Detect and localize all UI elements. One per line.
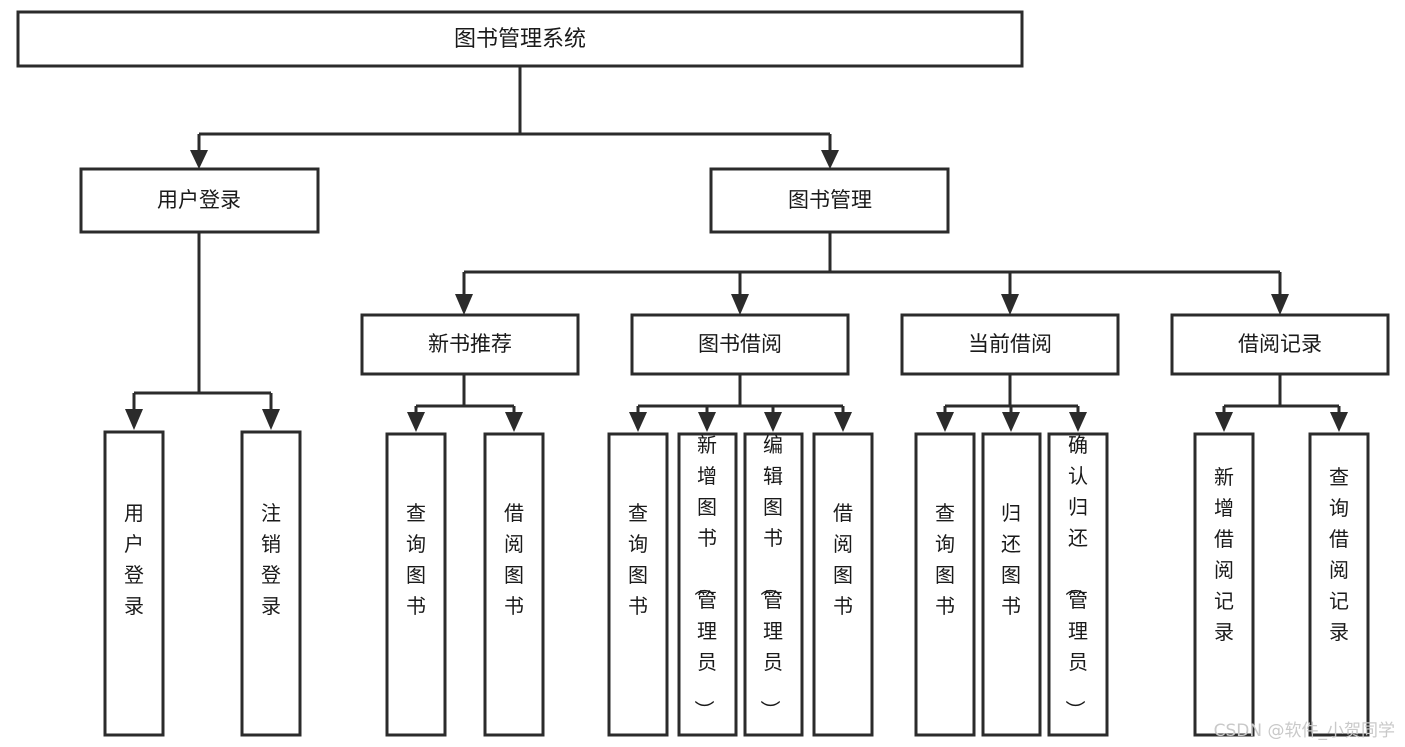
leaf-query-record[interactable]: 查询借阅记录 xyxy=(1308,432,1370,737)
arrow-current-borrow-child3 xyxy=(1069,412,1087,432)
leaf-query-book-2[interactable]: 查询图书 xyxy=(607,432,669,737)
node-root-box[interactable] xyxy=(16,10,1024,68)
leaf-query-book-1[interactable]: 查询图书 xyxy=(385,432,447,737)
node-root-label: 图书管理系统 xyxy=(454,27,586,52)
leaf-query-book-3[interactable]: 查询图书 xyxy=(914,432,976,737)
node-root[interactable]: 图书管理系统 xyxy=(16,10,1024,68)
arrow-borrow-record-child1 xyxy=(1215,412,1233,432)
leaf-query-book-1-label: 查询图书 xyxy=(406,501,426,618)
csdn-watermark: CSDN @软件_小贺同学 xyxy=(1213,721,1395,741)
arrow-to-borrow-record xyxy=(1271,294,1289,315)
node-new-book-recommend-label: 新书推荐 xyxy=(428,332,512,356)
arrow-book-borrow-child1 xyxy=(629,412,647,432)
leaf-query-book-2-box[interactable] xyxy=(607,432,669,737)
leaf-confirm-return-label: 确认归还（管理员） xyxy=(1063,433,1088,720)
leaf-edit-book-label: 编辑图书（管理员） xyxy=(758,433,783,720)
leaf-query-book-3-box[interactable] xyxy=(914,432,976,737)
leaf-user-logout-box[interactable] xyxy=(240,430,302,737)
leaf-user-logout[interactable]: 注销登录 xyxy=(240,430,302,737)
leaf-query-book-1-box[interactable] xyxy=(385,432,447,737)
leaf-borrow-book-2-box[interactable] xyxy=(812,432,874,737)
leaf-borrow-book-1[interactable]: 借阅图书 xyxy=(483,432,545,737)
node-user-login[interactable]: 用户登录 xyxy=(79,167,320,234)
arrow-to-user-login xyxy=(190,150,208,169)
node-book-borrow-label: 图书借阅 xyxy=(698,332,782,356)
leaf-borrow-book-2-label: 借阅图书 xyxy=(833,501,853,618)
arrow-borrow-record-child2 xyxy=(1330,412,1348,432)
leaf-borrow-book-1-box[interactable] xyxy=(483,432,545,737)
leaf-query-record-box[interactable] xyxy=(1308,432,1370,737)
node-new-book-recommend-box[interactable] xyxy=(360,313,580,376)
arrow-book-borrow-child2 xyxy=(698,412,716,432)
leaf-add-record-box[interactable] xyxy=(1193,432,1255,737)
leaf-user-login[interactable]: 用户登录 xyxy=(103,430,165,737)
connector-layer xyxy=(125,66,1348,432)
leaf-edit-book[interactable]: 编辑图书（管理员） xyxy=(743,432,804,737)
node-current-borrow-label: 当前借阅 xyxy=(968,332,1052,356)
node-borrow-record-box[interactable] xyxy=(1170,313,1390,376)
node-new-book-recommend[interactable]: 新书推荐 xyxy=(360,313,580,376)
node-book-manage-box[interactable] xyxy=(709,167,950,234)
arrow-current-borrow-child2 xyxy=(1002,412,1020,432)
node-borrow-record[interactable]: 借阅记录 xyxy=(1170,313,1390,376)
leaf-borrow-book-2[interactable]: 借阅图书 xyxy=(812,432,874,737)
arrow-new-book-child1 xyxy=(407,412,425,432)
arrow-to-current-borrow xyxy=(1001,294,1019,315)
node-book-borrow-box[interactable] xyxy=(630,313,850,376)
node-book-manage[interactable]: 图书管理 xyxy=(709,167,950,234)
leaf-return-book[interactable]: 归还图书 xyxy=(981,432,1042,737)
leaf-borrow-book-1-label: 借阅图书 xyxy=(504,501,524,618)
arrow-to-book-borrow xyxy=(731,294,749,315)
arrow-book-borrow-child3 xyxy=(764,412,782,432)
leaf-user-login-box[interactable] xyxy=(103,430,165,737)
node-current-borrow-box[interactable] xyxy=(900,313,1120,376)
node-book-borrow[interactable]: 图书借阅 xyxy=(630,313,850,376)
leaf-return-book-box[interactable] xyxy=(981,432,1042,737)
arrow-to-new-book xyxy=(455,294,473,315)
leaf-edit-book-box[interactable] xyxy=(743,432,804,737)
leaf-query-record-label: 查询借阅记录 xyxy=(1329,465,1349,644)
arrow-to-book-manage xyxy=(821,150,839,169)
leaf-add-record[interactable]: 新增借阅记录 xyxy=(1193,432,1255,737)
arrow-user-login-child1 xyxy=(125,409,143,430)
leaf-query-book-3-label: 查询图书 xyxy=(935,501,955,618)
arrow-user-login-child2 xyxy=(262,409,280,430)
leaf-confirm-return[interactable]: 确认归还（管理员） xyxy=(1047,432,1109,737)
arrow-new-book-child2 xyxy=(505,412,523,432)
leaf-return-book-label: 归还图书 xyxy=(1001,501,1021,618)
leaf-user-logout-label: 注销登录 xyxy=(261,501,281,618)
arrow-current-borrow-child1 xyxy=(936,412,954,432)
node-current-borrow[interactable]: 当前借阅 xyxy=(900,313,1120,376)
leaf-query-book-2-label: 查询图书 xyxy=(628,501,648,618)
node-user-login-box[interactable] xyxy=(79,167,320,234)
leaf-add-record-label: 新增借阅记录 xyxy=(1214,465,1234,644)
node-book-manage-label: 图书管理 xyxy=(788,188,872,212)
node-user-login-label: 用户登录 xyxy=(157,188,241,212)
leaf-add-book[interactable]: 新增图书（管理员） xyxy=(677,432,738,737)
leaf-confirm-return-box[interactable] xyxy=(1047,432,1109,737)
leaf-add-book-label: 新增图书（管理员） xyxy=(692,433,717,720)
node-borrow-record-label: 借阅记录 xyxy=(1238,332,1322,356)
arrow-book-borrow-child4 xyxy=(834,412,852,432)
leaf-user-login-label: 用户登录 xyxy=(124,501,144,618)
leaf-add-book-box[interactable] xyxy=(677,432,738,737)
